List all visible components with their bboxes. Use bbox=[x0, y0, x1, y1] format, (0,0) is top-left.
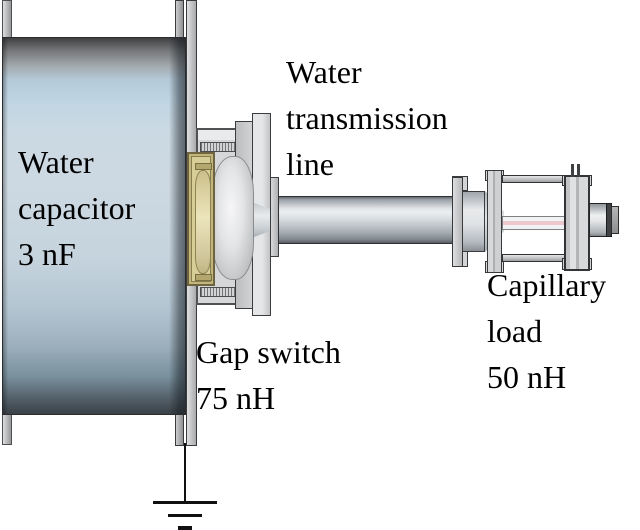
gap-switch-electrode bbox=[212, 156, 254, 280]
label-line: 50 nH bbox=[487, 359, 567, 395]
capillary-load-label: Capillary load 50 nH bbox=[487, 262, 606, 400]
capillary-end-flange bbox=[564, 175, 590, 271]
capillary-tube bbox=[502, 216, 568, 230]
label-line: capacitor bbox=[18, 190, 136, 226]
ground-wire bbox=[184, 443, 186, 502]
label-line: 75 nH bbox=[196, 380, 276, 416]
ground-symbol-bar-long bbox=[153, 501, 217, 504]
capacitor-bottom-leg bbox=[2, 414, 12, 445]
capillary-output-electrode bbox=[589, 203, 607, 237]
capillary-output-cap bbox=[611, 206, 619, 234]
capillary-top-pin-right bbox=[577, 164, 580, 177]
label-line: 3 nF bbox=[18, 236, 76, 272]
label-line: Capillary bbox=[487, 267, 607, 303]
label-line: load bbox=[487, 313, 543, 349]
water-transmission-line-tube bbox=[278, 196, 453, 244]
capillary-rod-top bbox=[502, 175, 567, 183]
capillary-support-post-left bbox=[487, 170, 502, 273]
gap-switch-label: Gap switch 75 nH bbox=[196, 329, 341, 421]
ground-symbol-bar-medium bbox=[168, 514, 202, 517]
transmission-line-label: Water transmission line bbox=[286, 49, 448, 187]
water-capacitor-body bbox=[2, 37, 186, 415]
capillary-shoulder-cylinder bbox=[462, 191, 485, 252]
capillary-top-pin-left bbox=[571, 164, 574, 177]
capillary-rod-bottom bbox=[502, 254, 567, 262]
capacitor-top-pin bbox=[2, 0, 12, 38]
label-line: Water bbox=[18, 144, 94, 180]
label-line: line bbox=[286, 146, 334, 182]
label-line: Gap switch bbox=[196, 334, 341, 370]
gap-switch-insulator-inner bbox=[191, 156, 212, 282]
capacitor-edge-shading bbox=[3, 38, 185, 414]
gap-switch-insulator-core bbox=[195, 170, 211, 274]
capillary-plasma-channel bbox=[503, 221, 567, 225]
insulator-tab-bottom bbox=[195, 274, 212, 281]
insulator-tab-top bbox=[195, 163, 212, 170]
label-line: Water bbox=[286, 54, 362, 90]
water-capacitor-label: Water capacitor 3 nF bbox=[18, 139, 135, 277]
label-line: transmission bbox=[286, 100, 448, 136]
gap-switch-insulator bbox=[187, 152, 215, 286]
ground-symbol-bar-short bbox=[178, 526, 192, 530]
